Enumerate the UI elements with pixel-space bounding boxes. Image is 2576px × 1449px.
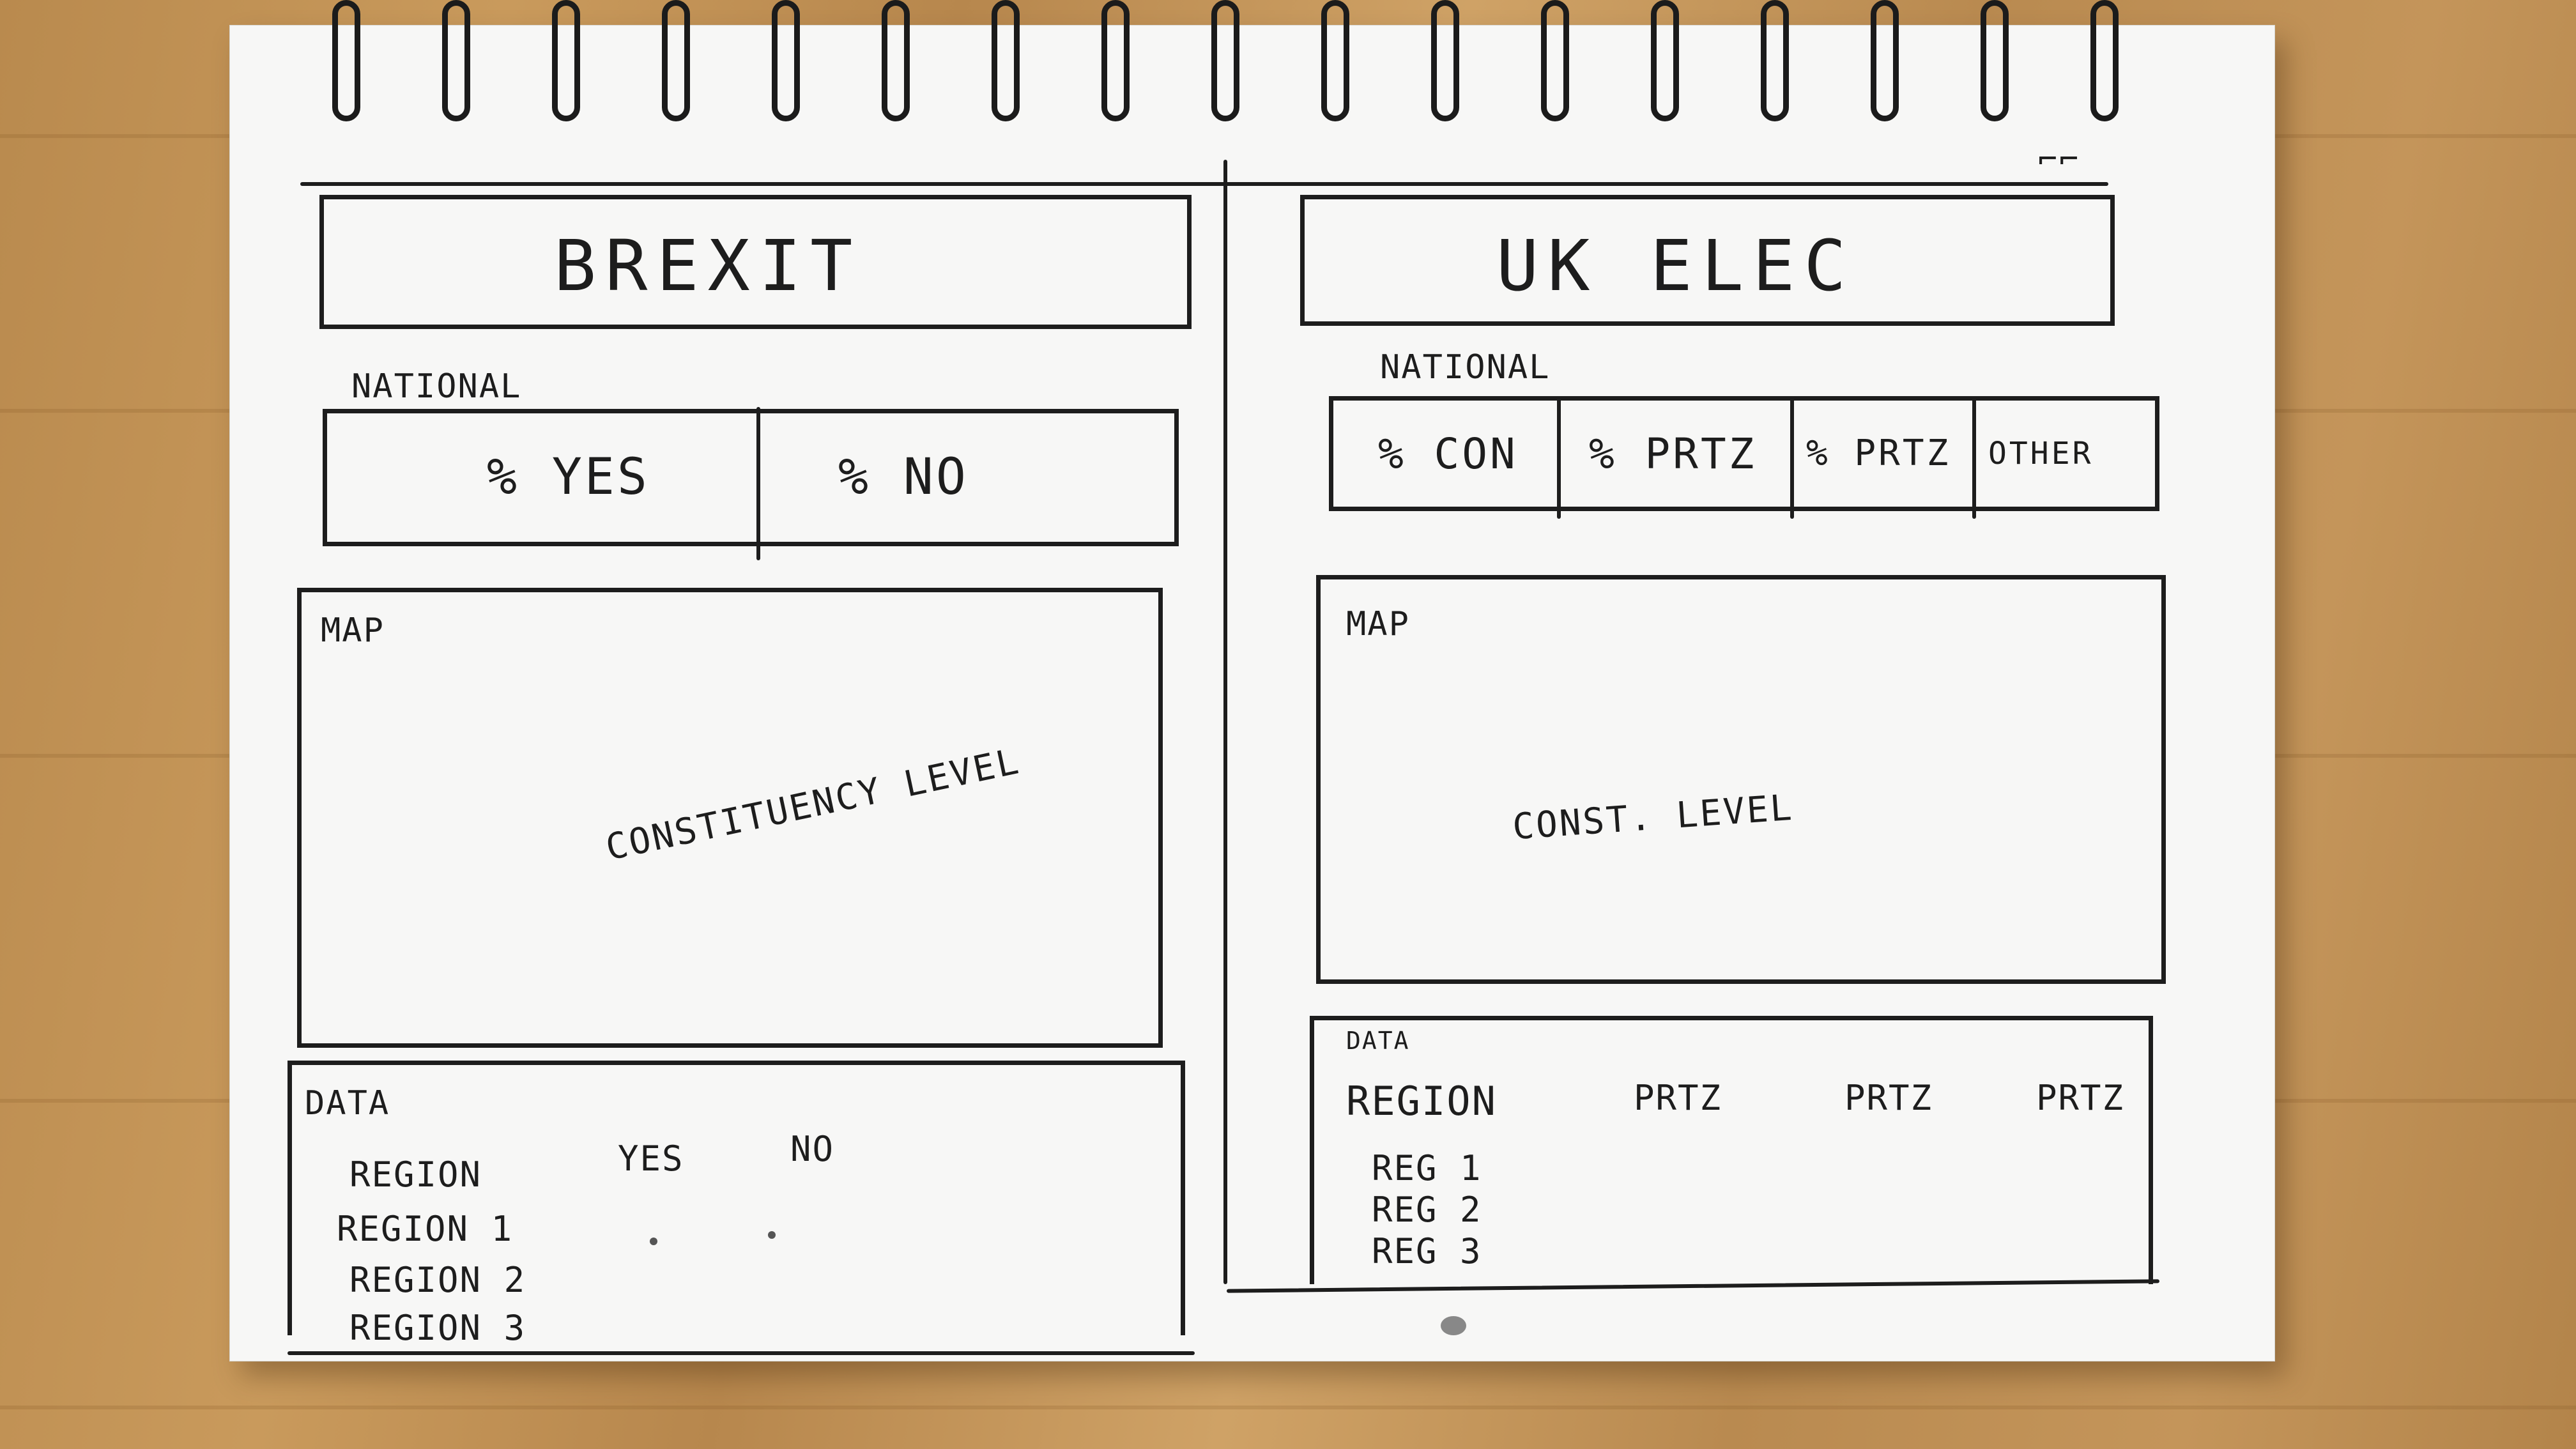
wood-grain — [0, 1406, 2576, 1409]
spiral-coil — [552, 0, 580, 121]
spiral-coil — [772, 0, 800, 121]
spiral-coil — [1761, 0, 1789, 121]
uk-elec-map-label: MAP — [1346, 605, 1410, 643]
brexit-data-box: DATA REGION YES NO REGION 1 REGION 2 REG… — [288, 1061, 1185, 1348]
brexit-data-header-yes: YES — [618, 1138, 684, 1179]
uk-elec-data-row[interactable]: REG 1 — [1372, 1148, 1482, 1188]
brexit-map-box[interactable]: MAP CONSTITUENCY LEVEL — [297, 588, 1163, 1048]
uk-elec-national-label: NATIONAL — [1380, 348, 1551, 387]
uk-elec-map-box[interactable]: MAP CONST. LEVEL — [1316, 575, 2166, 984]
ink-smudge — [1441, 1316, 1466, 1335]
notebook-page: ⌐⌐ BREXIT NATIONAL % YES % NO MAP CONSTI… — [230, 0, 2274, 1361]
corner-mark: ⌐⌐ — [2038, 141, 2081, 178]
top-rule — [300, 182, 2108, 186]
spiral-coil — [1211, 0, 1239, 121]
spiral-coil — [1871, 0, 1899, 121]
spiral-coil — [992, 0, 1020, 121]
uk-elec-national-other[interactable]: OTHER — [1988, 436, 2094, 471]
spiral-coil — [662, 0, 690, 121]
bottom-rule-left — [288, 1351, 1195, 1355]
brexit-title-box[interactable]: BREXIT — [319, 195, 1192, 329]
center-divider — [1223, 160, 1227, 1284]
spiral-coil — [1541, 0, 1569, 121]
uk-elec-data-header-party: PRTZ — [2036, 1078, 2125, 1118]
brexit-national-no[interactable]: % NO — [838, 448, 969, 506]
brexit-data-header-region: REGION — [349, 1154, 482, 1195]
uk-elec-national-party3[interactable]: % PRTZ — [1806, 433, 1951, 474]
spiral-coil — [1101, 0, 1130, 121]
uk-elec-data-header-region: REGION — [1346, 1078, 1497, 1124]
national-cell-divider — [756, 407, 760, 560]
national-cell-divider — [1557, 397, 1561, 519]
uk-elec-title-box[interactable]: UK ELEC — [1300, 195, 2115, 326]
spiral-coil — [1651, 0, 1679, 121]
spiral-coil — [2090, 0, 2119, 121]
brexit-map-label: MAP — [321, 611, 385, 650]
brexit-national-label: NATIONAL — [351, 367, 522, 406]
ink-dot — [650, 1238, 657, 1245]
brexit-map-note: CONSTITUENCY LEVEL — [602, 740, 1024, 869]
spiral-coil — [442, 0, 470, 121]
uk-elec-map-note: CONST. LEVEL — [1511, 786, 1795, 848]
uk-elec-data-label: DATA — [1346, 1027, 1410, 1055]
national-cell-divider — [1972, 397, 1976, 519]
brexit-national-yes[interactable]: % YES — [487, 448, 650, 506]
spiral-coil — [1321, 0, 1349, 121]
uk-elec-title: UK ELEC — [1496, 225, 1855, 307]
brexit-national-box: % YES % NO — [323, 407, 1179, 560]
uk-elec-national-con[interactable]: % CON — [1378, 429, 1518, 479]
brexit-data-row[interactable]: REGION 1 — [337, 1209, 514, 1249]
national-cell-divider — [1790, 397, 1794, 519]
brexit-data-row[interactable]: REGION 2 — [349, 1260, 526, 1300]
uk-elec-data-box: DATA REGION PRTZ PRTZ PRTZ REG 1 REG 2 R… — [1310, 1016, 2153, 1284]
uk-elec-national-party2[interactable]: % PRTZ — [1589, 429, 1757, 479]
brexit-title: BREXIT — [554, 225, 862, 307]
spiral-coil — [1981, 0, 2009, 121]
uk-elec-national-box: % CON % PRTZ % PRTZ OTHER — [1329, 396, 2159, 519]
spiral-coil — [1431, 0, 1459, 121]
uk-elec-data-header-party: PRTZ — [1634, 1078, 1722, 1118]
uk-elec-data-header-party: PRTZ — [1844, 1078, 1933, 1118]
spiral-coil — [882, 0, 910, 121]
spiral-coil — [332, 0, 360, 121]
brexit-data-header-no: NO — [790, 1129, 835, 1169]
brexit-data-label: DATA — [305, 1084, 390, 1123]
uk-elec-data-row[interactable]: REG 2 — [1372, 1190, 1482, 1230]
ink-dot — [768, 1231, 776, 1239]
brexit-data-row[interactable]: REGION 3 — [349, 1308, 526, 1348]
uk-elec-data-row[interactable]: REG 3 — [1372, 1231, 1482, 1271]
